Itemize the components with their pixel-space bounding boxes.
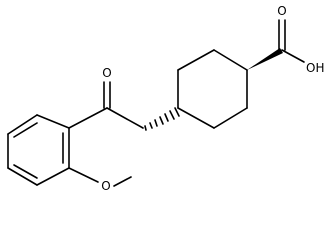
bold-wedge-bond xyxy=(247,48,283,70)
carbonyl-methylene-bond xyxy=(106,107,144,129)
bonds xyxy=(7,19,305,187)
methoxy-oxygen-label: O xyxy=(101,179,110,193)
ring-bond xyxy=(7,114,38,135)
acid-oxygen-label: O xyxy=(277,4,286,18)
atom-labels: O O OH O xyxy=(101,4,324,193)
cyclohexane-bond xyxy=(177,49,215,71)
cyclohexane-bond xyxy=(213,49,248,71)
ring-bond xyxy=(36,167,70,186)
chemical-structure: O O OH O xyxy=(7,4,324,193)
aromatic-inner-bond xyxy=(13,164,38,179)
ring-bond xyxy=(36,114,70,129)
acid-hydroxyl-bond xyxy=(281,49,305,63)
aromatic-inner-bond xyxy=(13,122,38,138)
cyclohexane-bond xyxy=(213,107,248,129)
hashed-wedge-bond xyxy=(144,107,180,131)
carbonyl-oxygen-label: O xyxy=(102,66,111,80)
methoxy-bond xyxy=(68,167,99,183)
aryl-carbonyl-bond xyxy=(68,107,108,129)
cyclohexane-bond xyxy=(177,107,215,129)
methyl-bond xyxy=(113,176,132,187)
ring-bond xyxy=(7,167,38,186)
acid-hydroxyl-label: OH xyxy=(306,61,324,75)
